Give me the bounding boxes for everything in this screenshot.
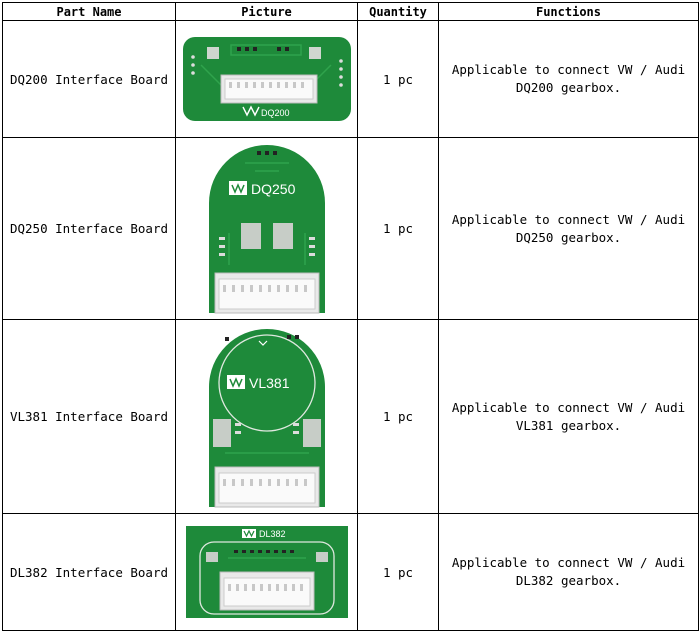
header-functions: Functions [438, 2, 699, 21]
quantity-cell: 1 pc [357, 513, 439, 631]
quantity-cell: 1 pc [357, 319, 439, 514]
table-row: DQ200 Interface Board DQ200 1 pc Applica… [2, 20, 699, 138]
table-row: DQ250 Interface Board DQ250 1 pc Applica… [2, 137, 699, 320]
picture-cell: DQ200 [175, 20, 358, 138]
part-name-cell: DL382 Interface Board [2, 513, 176, 631]
dq250-board-image: DQ250 [208, 144, 325, 313]
function-cell: Applicable to connect VW / Audi DL382 ge… [438, 513, 699, 631]
function-cell: Applicable to connect VW / Audi DQ250 ge… [438, 137, 699, 320]
function-cell: Applicable to connect VW / Audi DQ200 ge… [438, 20, 699, 138]
svg-text:DL382: DL382 [259, 529, 286, 539]
function-text: Applicable to connect VW / Audi DQ250 ge… [451, 211, 686, 245]
function-text: Applicable to connect VW / Audi VL381 ge… [451, 399, 686, 433]
table-header-row: Part Name Picture Quantity Functions [2, 2, 699, 21]
svg-text:VL381: VL381 [249, 375, 290, 391]
picture-cell: DL382 [175, 513, 358, 631]
quantity-cell: 1 pc [357, 20, 439, 138]
header-quantity: Quantity [357, 2, 439, 21]
picture-cell: DQ250 [175, 137, 358, 320]
dl382-board-image: DL382 [185, 526, 348, 618]
quantity-cell: 1 pc [357, 137, 439, 320]
header-picture: Picture [175, 2, 358, 21]
table-row: DL382 Interface Board DL382 1 pc Applica… [2, 513, 699, 631]
svg-text:DQ250: DQ250 [251, 181, 296, 197]
part-name-cell: DQ200 Interface Board [2, 20, 176, 138]
function-text: Applicable to connect VW / Audi DQ200 ge… [451, 62, 686, 95]
vl381-board-image: VL381 [208, 328, 325, 507]
part-name-cell: DQ250 Interface Board [2, 137, 176, 320]
table-row: VL381 Interface Board VL381 1 pc App [2, 319, 699, 514]
header-part-name: Part Name [2, 2, 176, 21]
function-text: Applicable to connect VW / Audi DL382 ge… [451, 555, 686, 588]
function-cell: Applicable to connect VW / Audi VL381 ge… [438, 319, 699, 514]
picture-cell: VL381 [175, 319, 358, 514]
dq200-board-image: DQ200 [182, 37, 351, 121]
part-name-cell: VL381 Interface Board [2, 319, 176, 514]
svg-text:DQ200: DQ200 [261, 108, 290, 118]
